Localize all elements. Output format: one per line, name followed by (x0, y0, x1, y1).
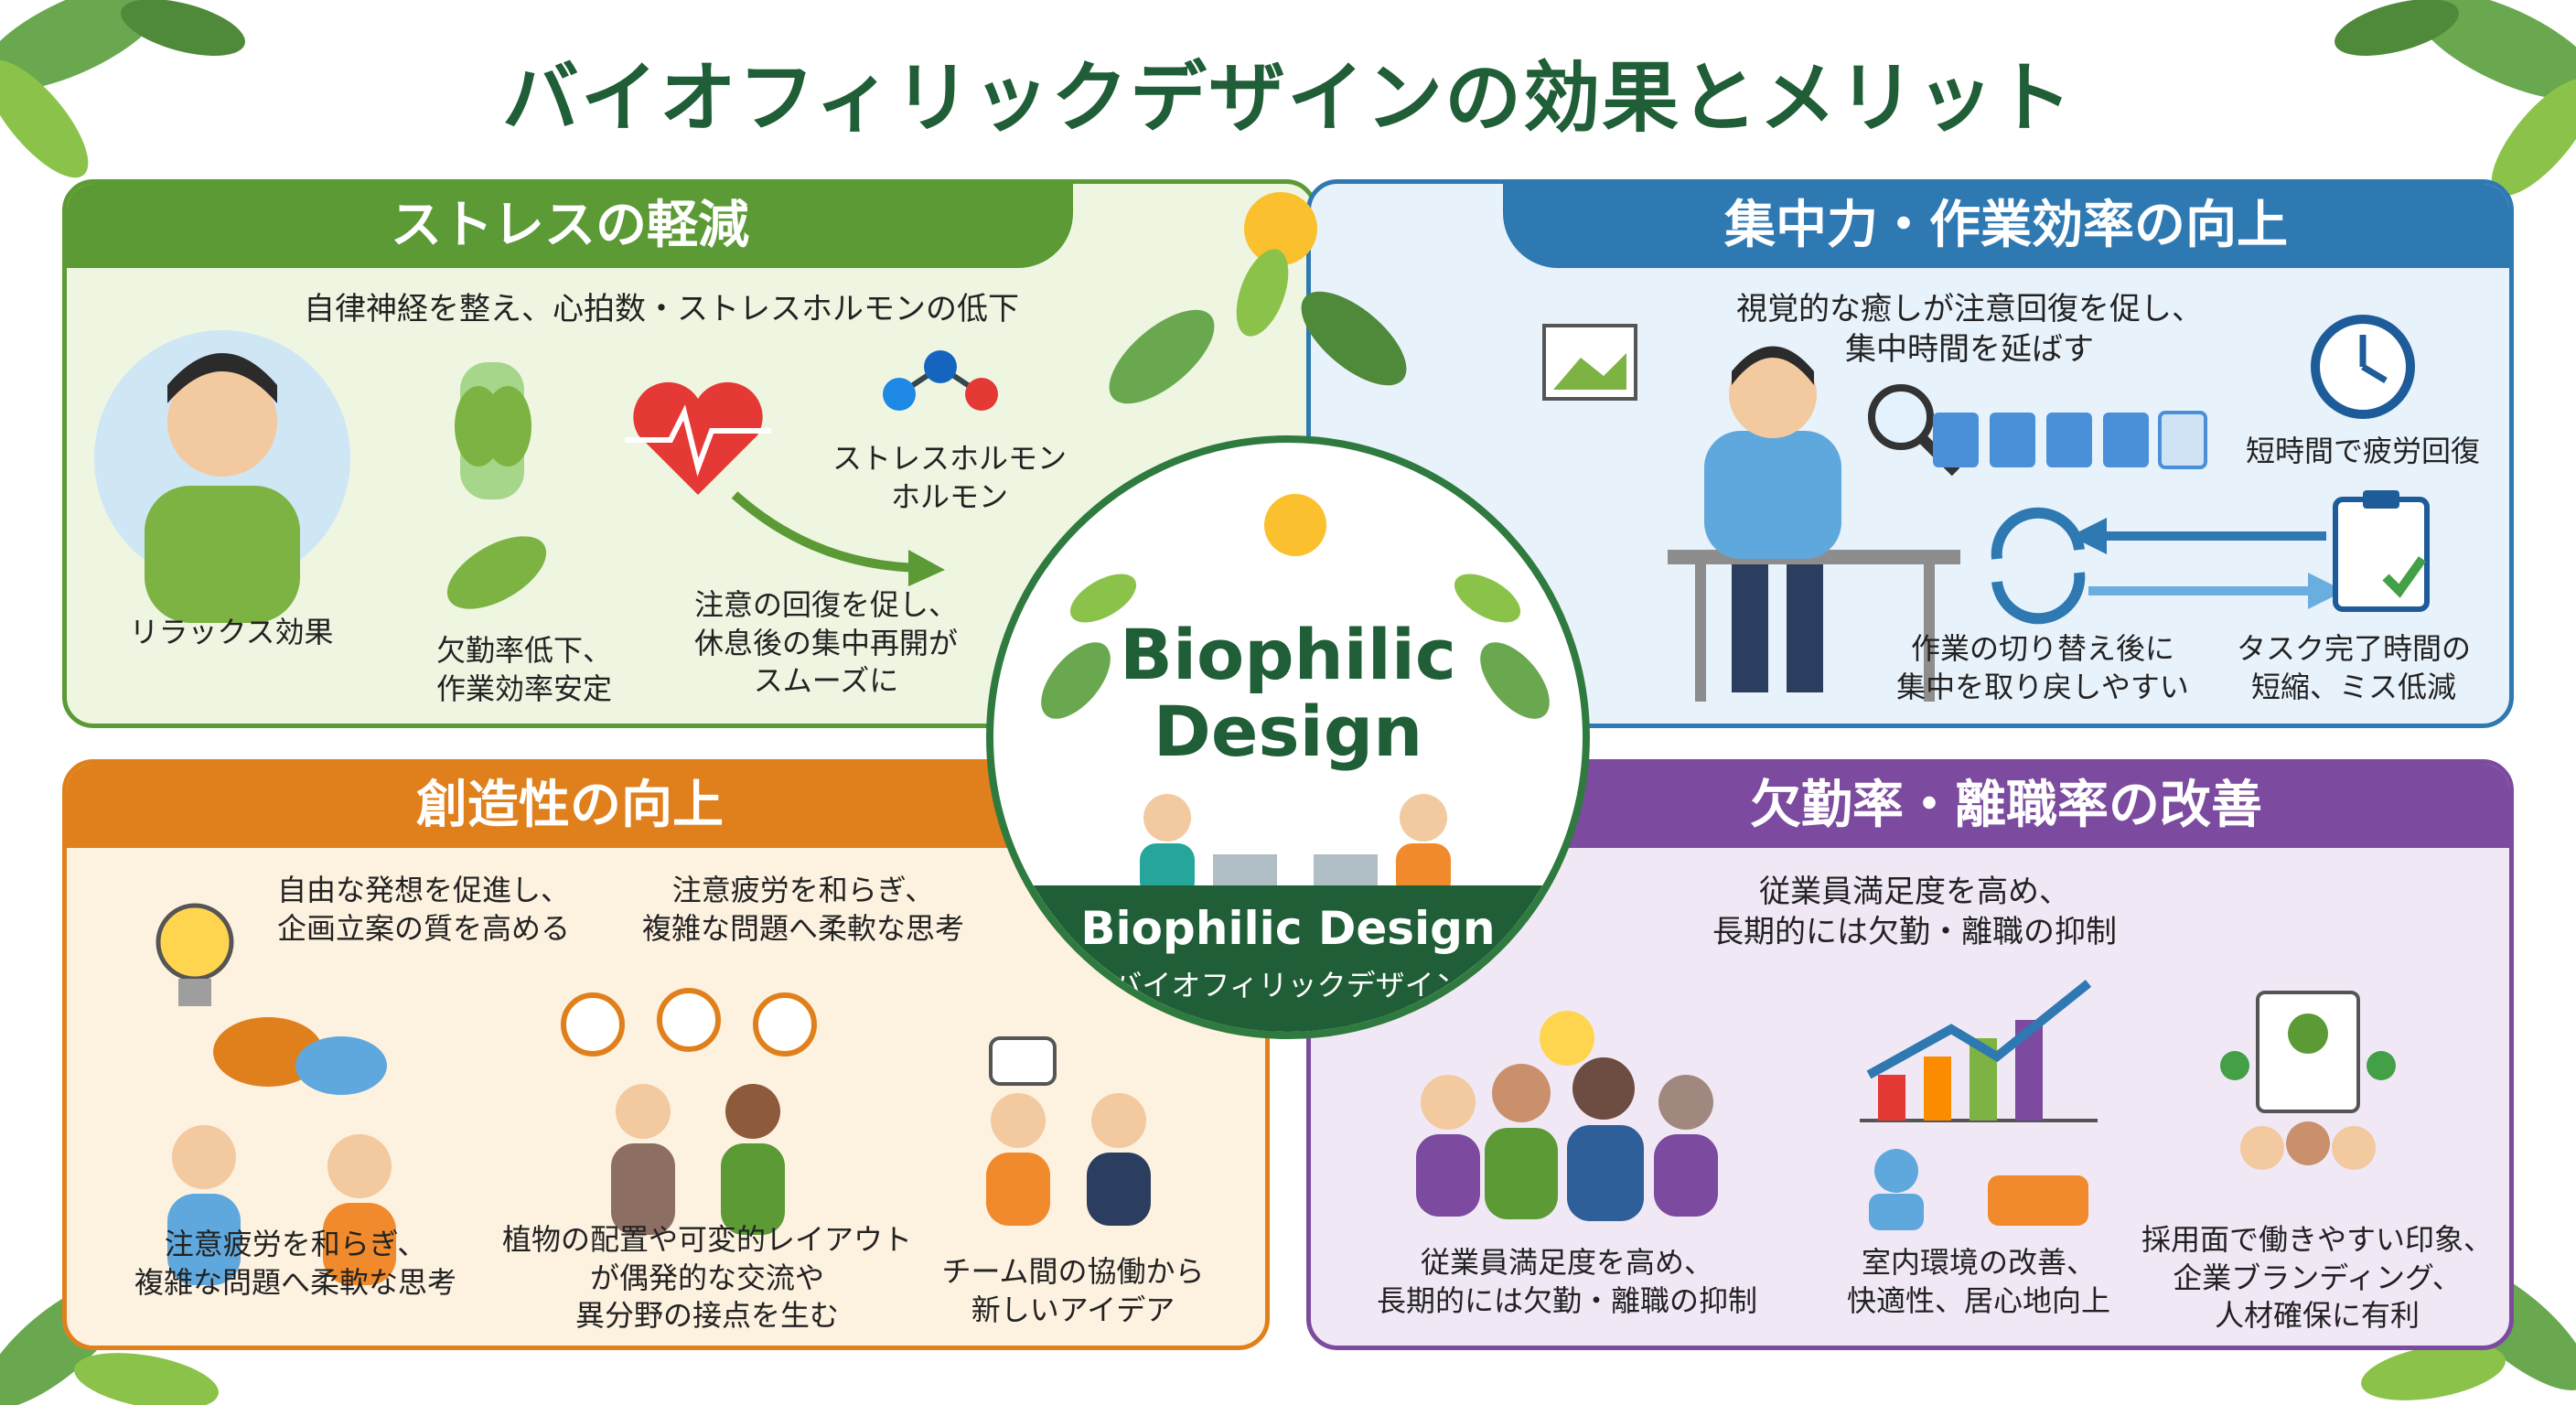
center-emblem: Biophilic Design Biophilic Design バイオフィリ… (986, 435, 1590, 1039)
creativity-text2: 注意疲労を和らぎ、 複雑な問題へ柔軟な思考 (641, 873, 964, 946)
molecule-icon (883, 350, 998, 411)
retention-top-text: 従業員満足度を高め、 長期的には欠勤・離職の抑制 (1712, 874, 2117, 951)
stress-top-text: 自律神経を整え、心拍数・ストレスホルモンの低下 (304, 291, 1019, 327)
page-title: バイオフィリックデザインの効果とメリット (501, 53, 2075, 143)
clock-icon (2311, 315, 2415, 419)
retention-text1: 従業員満足度を高め、 長期的には欠勤・離職の抑制 (1376, 1245, 1757, 1318)
creativity-panel: 創造性の向上 自由な発想を促進し、 企画立案の質を高める 注意疲労を和らぎ、 複… (62, 759, 1270, 1350)
absence-label: 欠勤率低下、 作業効率安定 (435, 633, 612, 706)
retention-text3: 採用面で働きやすい印象、 企業ブランディング、 人材確保に有利 (2141, 1222, 2493, 1334)
short-time-label: 短時間で疲労回復 (2245, 434, 2480, 468)
arrow-icon (2070, 518, 2345, 609)
heart-icon (625, 381, 771, 495)
creativity-text3: 注意疲労を和らぎ、 複雑な問題へ柔軟な思考 (134, 1227, 456, 1300)
leaf-icon (1109, 249, 1407, 404)
growth-chart-icon (1860, 980, 2098, 1122)
team-icon (1416, 1011, 1718, 1221)
sun-icon (1264, 494, 1326, 556)
stress-panel: ストレスの軽減 自律神経を整え、心拍数・ストレスホルモンの低下 リラックス効果 … (62, 179, 1317, 728)
center-band-subtitle: バイオフィリックデザイン (1112, 968, 1464, 1003)
team-icon (167, 1125, 396, 1285)
team-icon (1869, 1149, 2088, 1230)
relax-label: リラックス効果 (129, 615, 334, 649)
retention-header: 欠勤率・離職率の改善 (1503, 764, 2509, 848)
team-icon (1140, 794, 1451, 898)
center-band: Biophilic Design バイオフィリックデザイン (993, 885, 1583, 1032)
leaf-icon (1041, 574, 1550, 719)
cycle-icon (1991, 507, 2086, 625)
focus-header: 集中力・作業効率の向上 (1503, 184, 2509, 268)
task-label: タスク完了時間の 短縮、ミス低減 (2236, 631, 2471, 704)
leaf-icon (446, 536, 547, 609)
sun-icon (1244, 192, 1317, 265)
lightbulb-icon (156, 903, 234, 1006)
person-icon (94, 330, 350, 623)
team-icon (611, 1084, 785, 1235)
center-band-title: Biophilic Design (1080, 902, 1496, 955)
picture-icon (1542, 324, 1637, 401)
arrow-icon (731, 491, 945, 586)
gear-icon (561, 988, 817, 1056)
person-icon (1668, 346, 1960, 702)
team-icon (986, 1036, 1151, 1226)
clipboard-icon (2220, 991, 2396, 1170)
clipboard-icon (2333, 490, 2430, 612)
leaf-icon (0, 0, 245, 178)
creativity-header: 創造性の向上 (67, 764, 1073, 848)
focus-top-text: 視覚的な癒しが注意回復を促し、 集中時間を延ばす (1736, 291, 2203, 369)
switch-label: 作業の切り替え後に 集中を取り戻しやすい (1896, 631, 2189, 704)
center-title: Biophilic Design (1120, 614, 1456, 772)
creativity-text5: チーム間の協働から 新しいアイデア (941, 1254, 1205, 1327)
leaf-icon (2334, 0, 2576, 197)
speech-bubble-icon (213, 1017, 387, 1095)
attention-label: 注意の回復を促し、 休息後の集中再開が スムーズに (693, 587, 958, 699)
creativity-text1: 自由な発想を促進し、 企画立案の質を高める (276, 873, 570, 946)
stress-header: ストレスの軽減 (67, 184, 1073, 268)
hormone-label: ストレスホルモン ホルモン (832, 441, 1067, 514)
progress-bars-icon (1933, 411, 2207, 469)
retention-text2: 室内環境の改善、 快適性、居心地向上 (1846, 1245, 2110, 1318)
lungs-icon (455, 362, 531, 499)
creativity-text4: 植物の配置や可変的レイアウト が偶発的な交流や 異分野の接点を生む (501, 1222, 912, 1334)
